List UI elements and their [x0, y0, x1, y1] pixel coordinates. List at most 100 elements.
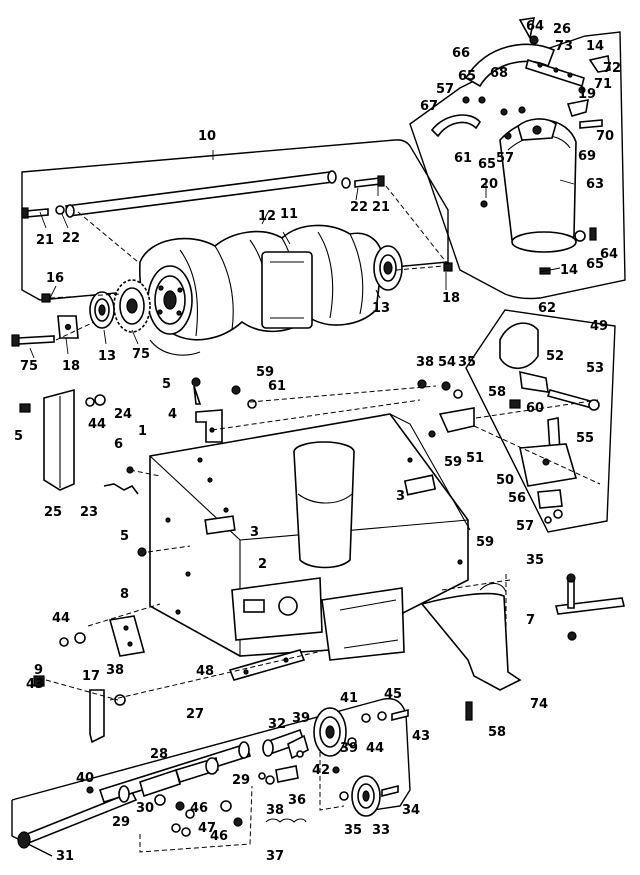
- callout-number: 67: [420, 99, 438, 114]
- handle-bracket: [33, 675, 126, 744]
- callout-number: 29: [232, 773, 250, 788]
- callout-number: 34: [402, 803, 420, 818]
- callout-number: 30: [136, 801, 154, 816]
- shave-plate: [228, 649, 306, 681]
- callout-number: 73: [555, 39, 573, 54]
- callout-number: 47: [198, 821, 216, 836]
- callout-number: 11: [280, 207, 298, 222]
- callout-number: 46: [190, 801, 208, 816]
- callout-number: 18: [62, 359, 80, 374]
- callout-number: 49: [590, 319, 608, 334]
- shaft-hardware: [21, 175, 385, 219]
- callout-number: 46: [210, 829, 228, 844]
- callout-number: 39: [292, 711, 310, 726]
- callout-number: 53: [586, 361, 604, 376]
- callout-number: 43: [26, 677, 44, 692]
- callout-number: 12: [258, 209, 276, 224]
- callout-number: 36: [288, 793, 306, 808]
- callout-number: 26: [553, 22, 571, 37]
- discharge-chute: [499, 118, 577, 253]
- callout-number: 74: [530, 697, 548, 712]
- callout-number: 5: [162, 377, 171, 392]
- callout-number: 75: [20, 359, 38, 374]
- callout-number: 19: [578, 87, 596, 102]
- callout-number: 72: [603, 61, 621, 76]
- callout-number: 4: [168, 407, 177, 422]
- chute-crank-handle: [430, 114, 481, 138]
- callout-number: 25: [44, 505, 62, 520]
- callout-number: 31: [56, 849, 74, 864]
- callout-number: 9: [34, 663, 43, 678]
- callout-number: 38: [266, 803, 284, 818]
- callout-number: 14: [560, 263, 578, 278]
- callout-number: 65: [478, 157, 496, 172]
- callout-number: 10: [198, 129, 216, 144]
- callout-number: 35: [526, 553, 544, 568]
- callout-number: 16: [46, 271, 64, 286]
- callout-number: 64: [600, 247, 618, 262]
- skid-shoe: [59, 615, 146, 657]
- callout-number: 13: [372, 301, 390, 316]
- right-bearing-flange: [373, 245, 403, 291]
- callout-number: 59: [476, 535, 494, 550]
- callout-number: 3: [250, 525, 259, 540]
- callout-number: 21: [372, 200, 390, 215]
- callout-number: 68: [490, 66, 508, 81]
- belt-guard: [420, 582, 522, 721]
- callout-number: 28: [150, 747, 168, 762]
- auger-spiral: [139, 224, 383, 356]
- callout-number: 52: [546, 349, 564, 364]
- chute-assembly-frame: [409, 31, 626, 300]
- callout-number: 59: [256, 365, 274, 380]
- callout-number: 14: [586, 39, 604, 54]
- callout-number: 44: [88, 417, 106, 432]
- callout-number: 50: [496, 473, 514, 488]
- callout-number: 38: [106, 663, 124, 678]
- callout-number: 21: [36, 233, 54, 248]
- housing-bracket: [126, 377, 257, 557]
- chute-deflector: [464, 17, 611, 94]
- callout-number: 57: [496, 151, 514, 166]
- callout-number: 3: [396, 489, 405, 504]
- callout-number: 56: [508, 491, 526, 506]
- callout-number: 2: [258, 557, 267, 572]
- callout-number: 40: [76, 771, 94, 786]
- callout-number: 58: [488, 385, 506, 400]
- callout-number: 51: [466, 451, 484, 466]
- callout-number: 6: [114, 437, 123, 452]
- callout-number: 61: [268, 379, 286, 394]
- callout-number: 24: [114, 407, 132, 422]
- callout-number: 75: [132, 347, 150, 362]
- callout-number: 5: [120, 529, 129, 544]
- callout-number: 33: [372, 823, 390, 838]
- callout-number: 38: [416, 355, 434, 370]
- callout-number: 44: [366, 741, 384, 756]
- callout-number: 22: [62, 231, 80, 246]
- callout-number: 59: [444, 455, 462, 470]
- callout-number: 22: [350, 200, 368, 215]
- drift-cutter: [555, 573, 625, 641]
- callout-number: 62: [538, 301, 556, 316]
- callout-number: 63: [586, 177, 604, 192]
- callout-number: 44: [52, 611, 70, 626]
- callout-number: 57: [436, 82, 454, 97]
- callout-number: 18: [442, 291, 460, 306]
- drive-shaft-parts: [17, 728, 309, 849]
- callout-number: 43: [412, 729, 430, 744]
- callout-number: 35: [344, 823, 362, 838]
- callout-number: 13: [98, 349, 116, 364]
- callout-number: 58: [488, 725, 506, 740]
- callout-number: 64: [526, 19, 544, 34]
- callout-number: 23: [80, 505, 98, 520]
- callout-number: 35: [458, 355, 476, 370]
- callout-number: 66: [452, 46, 470, 61]
- callout-number: 7: [526, 613, 535, 628]
- spring-23: [103, 483, 139, 495]
- callout-number: 48: [196, 664, 214, 679]
- callout-number: 45: [384, 687, 402, 702]
- callout-number: 27: [186, 707, 204, 722]
- callout-number: 8: [120, 587, 129, 602]
- callout-number: 32: [268, 717, 286, 732]
